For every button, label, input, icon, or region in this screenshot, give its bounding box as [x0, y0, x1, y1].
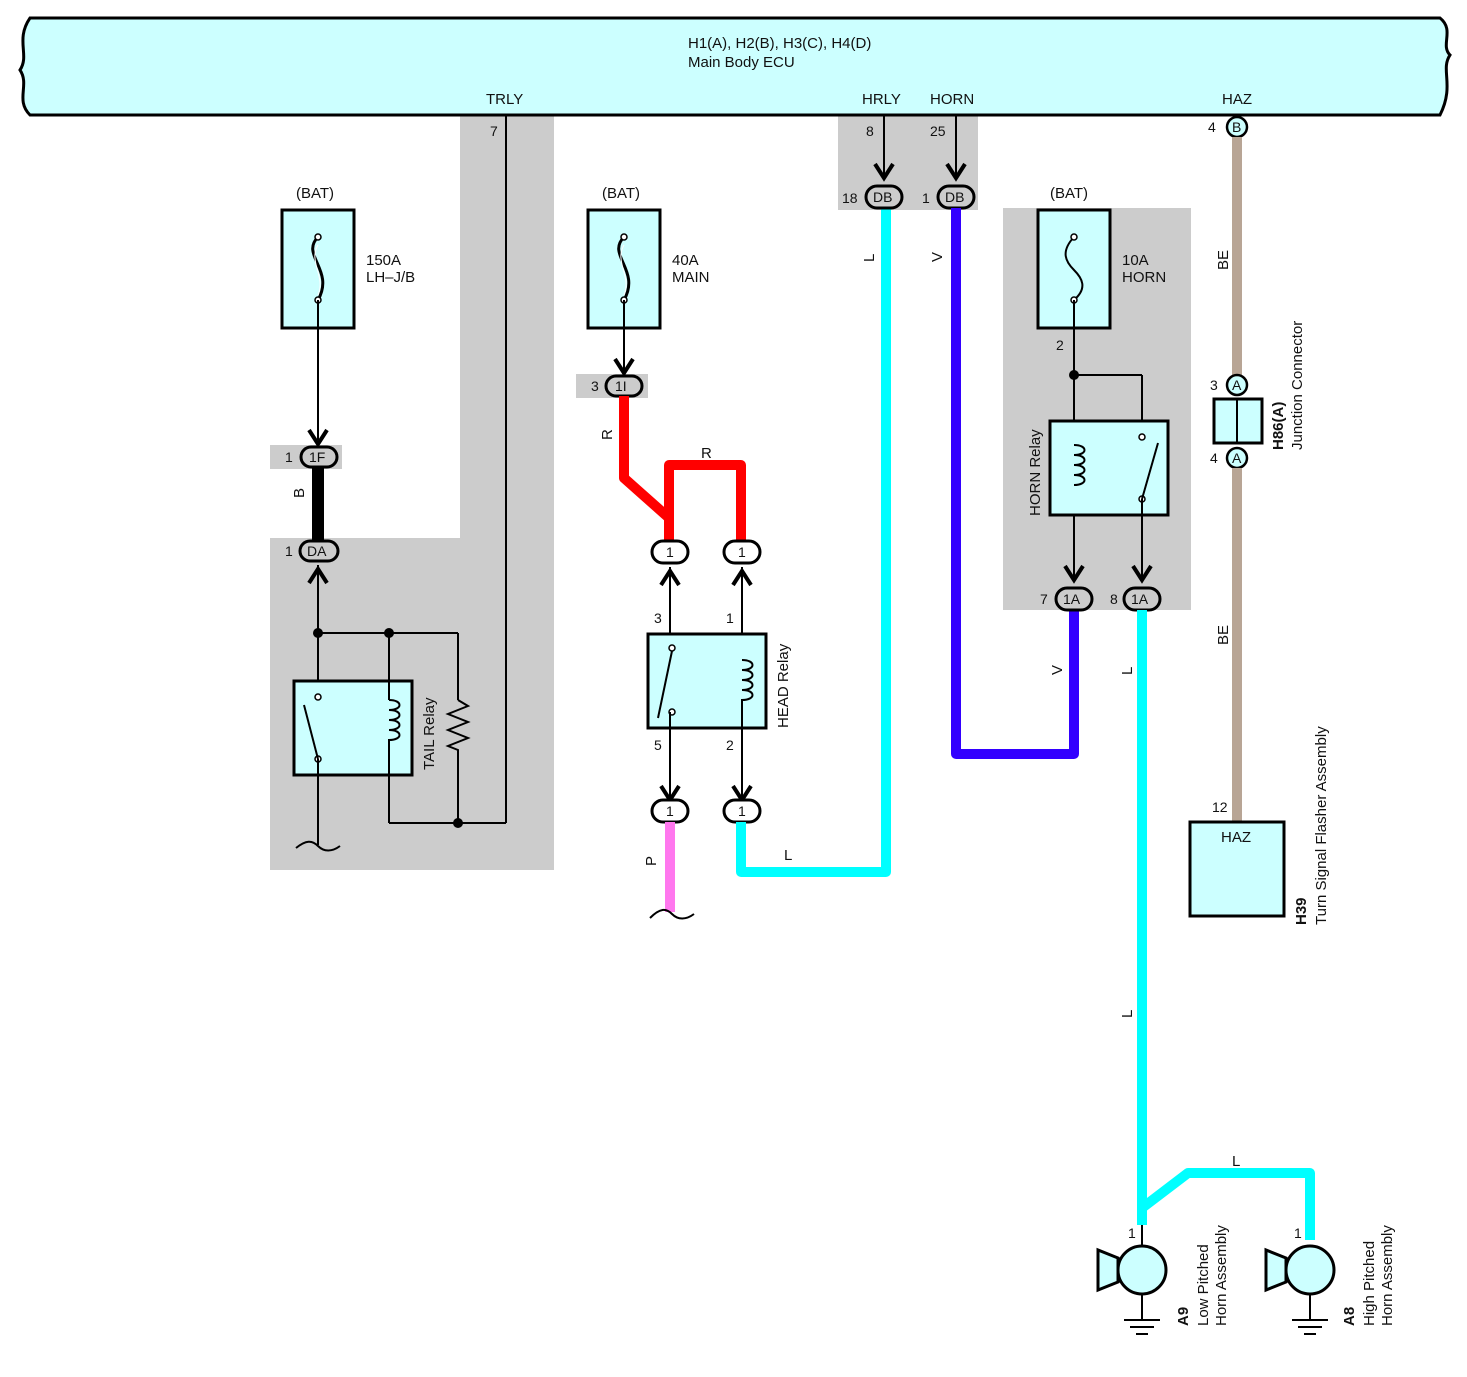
- bat-label-lhjb: (BAT): [296, 185, 334, 202]
- head-relay-label: HEAD Relay: [775, 643, 792, 728]
- pin-hrly-8: 8: [866, 123, 874, 139]
- high-horn-code: A8: [1341, 1307, 1358, 1326]
- ecu-title: H1(A), H2(B), H3(C), H4(D): [688, 35, 871, 52]
- low-horn-code: A9: [1175, 1307, 1192, 1326]
- pin-h39-12: 12: [1212, 799, 1228, 815]
- wire-r-label-1: R: [599, 429, 616, 440]
- connector-hr3-top-label: 1: [666, 544, 674, 560]
- wire-p-label: P: [643, 856, 660, 866]
- pin-h86-3: 3: [1210, 377, 1218, 393]
- high-pitched-horn: 1 A8 High Pitched Horn Assembly: [1264, 1225, 1396, 1335]
- flasher-name: Turn Signal Flasher Assembly: [1313, 726, 1330, 925]
- connector-a-top-label: A: [1232, 377, 1242, 393]
- connector-hr1-top: [722, 539, 762, 565]
- wire-v-label-1: V: [929, 252, 946, 262]
- junction-code: H86(A): [1270, 402, 1287, 450]
- wire-l-label-hr3: L: [1232, 1153, 1240, 1170]
- connector-db-hrly: [864, 184, 904, 210]
- connector-hr3-top: [650, 539, 690, 565]
- pin-haz-4: 4: [1208, 119, 1216, 135]
- connector-db-horn-label: DB: [945, 189, 964, 205]
- fuse-40a: [586, 208, 662, 330]
- connector-1a-8-label: 1A: [1131, 591, 1149, 607]
- connector-1a-7-label: 1A: [1063, 591, 1081, 607]
- connector-hr5-bottom-label: 1: [666, 803, 674, 819]
- wire-l-label-head: L: [784, 847, 792, 864]
- low-horn-line1: Low Pitched: [1195, 1244, 1212, 1326]
- connector-b-haz-label: B: [1232, 119, 1241, 135]
- ecu-db-connectors: 8 25 18 DB 1 DB L V V: [842, 115, 1079, 759]
- low-pitched-horn: 1 A9 Low Pitched Horn Assembly: [1096, 1225, 1230, 1335]
- bat-label-horn: (BAT): [1050, 185, 1088, 202]
- pin-i3: 3: [591, 378, 599, 394]
- ecu-name: Main Body ECU: [688, 54, 795, 71]
- fuse-150a-name: LH–J/B: [366, 269, 415, 286]
- wire-l-label-hrly: L: [861, 254, 878, 262]
- pin-a8: 8: [1110, 591, 1118, 607]
- tail-relay-section: 7 (BAT) 150A LH–J/B 1 1F B 1 DA TAIL Rel…: [280, 115, 507, 852]
- pin-db18: 18: [842, 190, 858, 206]
- wire-r-label-2: R: [701, 445, 712, 462]
- connector-a-top: [1225, 373, 1249, 397]
- terminal-hrly: HRLY: [862, 91, 901, 108]
- pin-hr1: 1: [726, 610, 734, 626]
- head-relay-section: (BAT) 40A MAIN 3 1I R R 1 1 3 1 HEAD Rel…: [586, 185, 891, 920]
- bat-label-main: (BAT): [602, 185, 640, 202]
- connector-1a-7: [1054, 586, 1094, 612]
- pin-f1: 1: [285, 449, 293, 465]
- wire-be-label-2: BE: [1215, 625, 1232, 645]
- pin-horn-fuse-2: 2: [1056, 337, 1064, 353]
- connector-a-bottom-label: A: [1232, 450, 1242, 466]
- low-horn-line2: Horn Assembly: [1213, 1225, 1230, 1326]
- pin-a9: 1: [1128, 1225, 1136, 1241]
- connector-da-label: DA: [307, 543, 327, 559]
- horn-relay-section: (BAT) 10A HORN 2 HORN Relay 7 1A 8 1A L …: [1027, 185, 1315, 1240]
- pin-horn-25: 25: [930, 123, 946, 139]
- connector-da: [298, 539, 340, 563]
- wire-b-label: B: [291, 488, 308, 498]
- connector-1f-label: 1F: [309, 449, 325, 465]
- fuse-150a-amp: 150A: [366, 252, 401, 269]
- flasher-code: H39: [1293, 897, 1310, 925]
- pin-da: 1: [285, 543, 293, 559]
- haz-section: 4 B BE 3 A H86(A) Junction Connector 4 A…: [1188, 115, 1330, 925]
- fuse-10a-amp: 10A: [1122, 252, 1149, 269]
- pin-trly-7: 7: [490, 123, 498, 139]
- flasher-terminal: HAZ: [1221, 829, 1251, 846]
- connector-1i-label: 1I: [615, 378, 627, 394]
- fuse-40a-name: MAIN: [672, 269, 710, 286]
- connector-hr1-top-label: 1: [738, 544, 746, 560]
- horn-relay-box: [1048, 419, 1170, 517]
- pin-hr2: 2: [726, 737, 734, 753]
- high-horn-line2: Horn Assembly: [1379, 1225, 1396, 1326]
- pin-a7: 7: [1040, 591, 1048, 607]
- pin-h86-4: 4: [1210, 450, 1218, 466]
- pin-a8-horn: 1: [1294, 1225, 1302, 1241]
- horn-relay-label: HORN Relay: [1027, 429, 1044, 516]
- tail-relay-label: TAIL Relay: [421, 697, 438, 770]
- fuse-10a-name: HORN: [1122, 269, 1166, 286]
- terminal-trly: TRLY: [486, 91, 523, 108]
- high-horn-line1: High Pitched: [1361, 1241, 1378, 1326]
- pin-hr3: 3: [654, 610, 662, 626]
- pin-db1: 1: [922, 190, 930, 206]
- fuse-40a-amp: 40A: [672, 252, 699, 269]
- terminal-horn: HORN: [930, 91, 974, 108]
- main-body-ecu: H1(A), H2(B), H3(C), H4(D) Main Body ECU…: [18, 16, 1452, 117]
- connector-db-hrly-label: DB: [873, 189, 892, 205]
- terminal-haz: HAZ: [1222, 91, 1252, 108]
- wire-l-label-hr1: L: [1119, 667, 1136, 675]
- wire-l-label-hr2: L: [1119, 1010, 1136, 1018]
- pin-hr5: 5: [654, 737, 662, 753]
- tail-relay-box: [292, 679, 414, 777]
- junction-name: Junction Connector: [1289, 321, 1306, 450]
- turn-signal-flasher-box: [1188, 820, 1286, 918]
- wire-v-label-2: V: [1049, 665, 1066, 675]
- connector-hr2-bottom-label: 1: [738, 803, 746, 819]
- wire-be-label-1: BE: [1215, 250, 1232, 270]
